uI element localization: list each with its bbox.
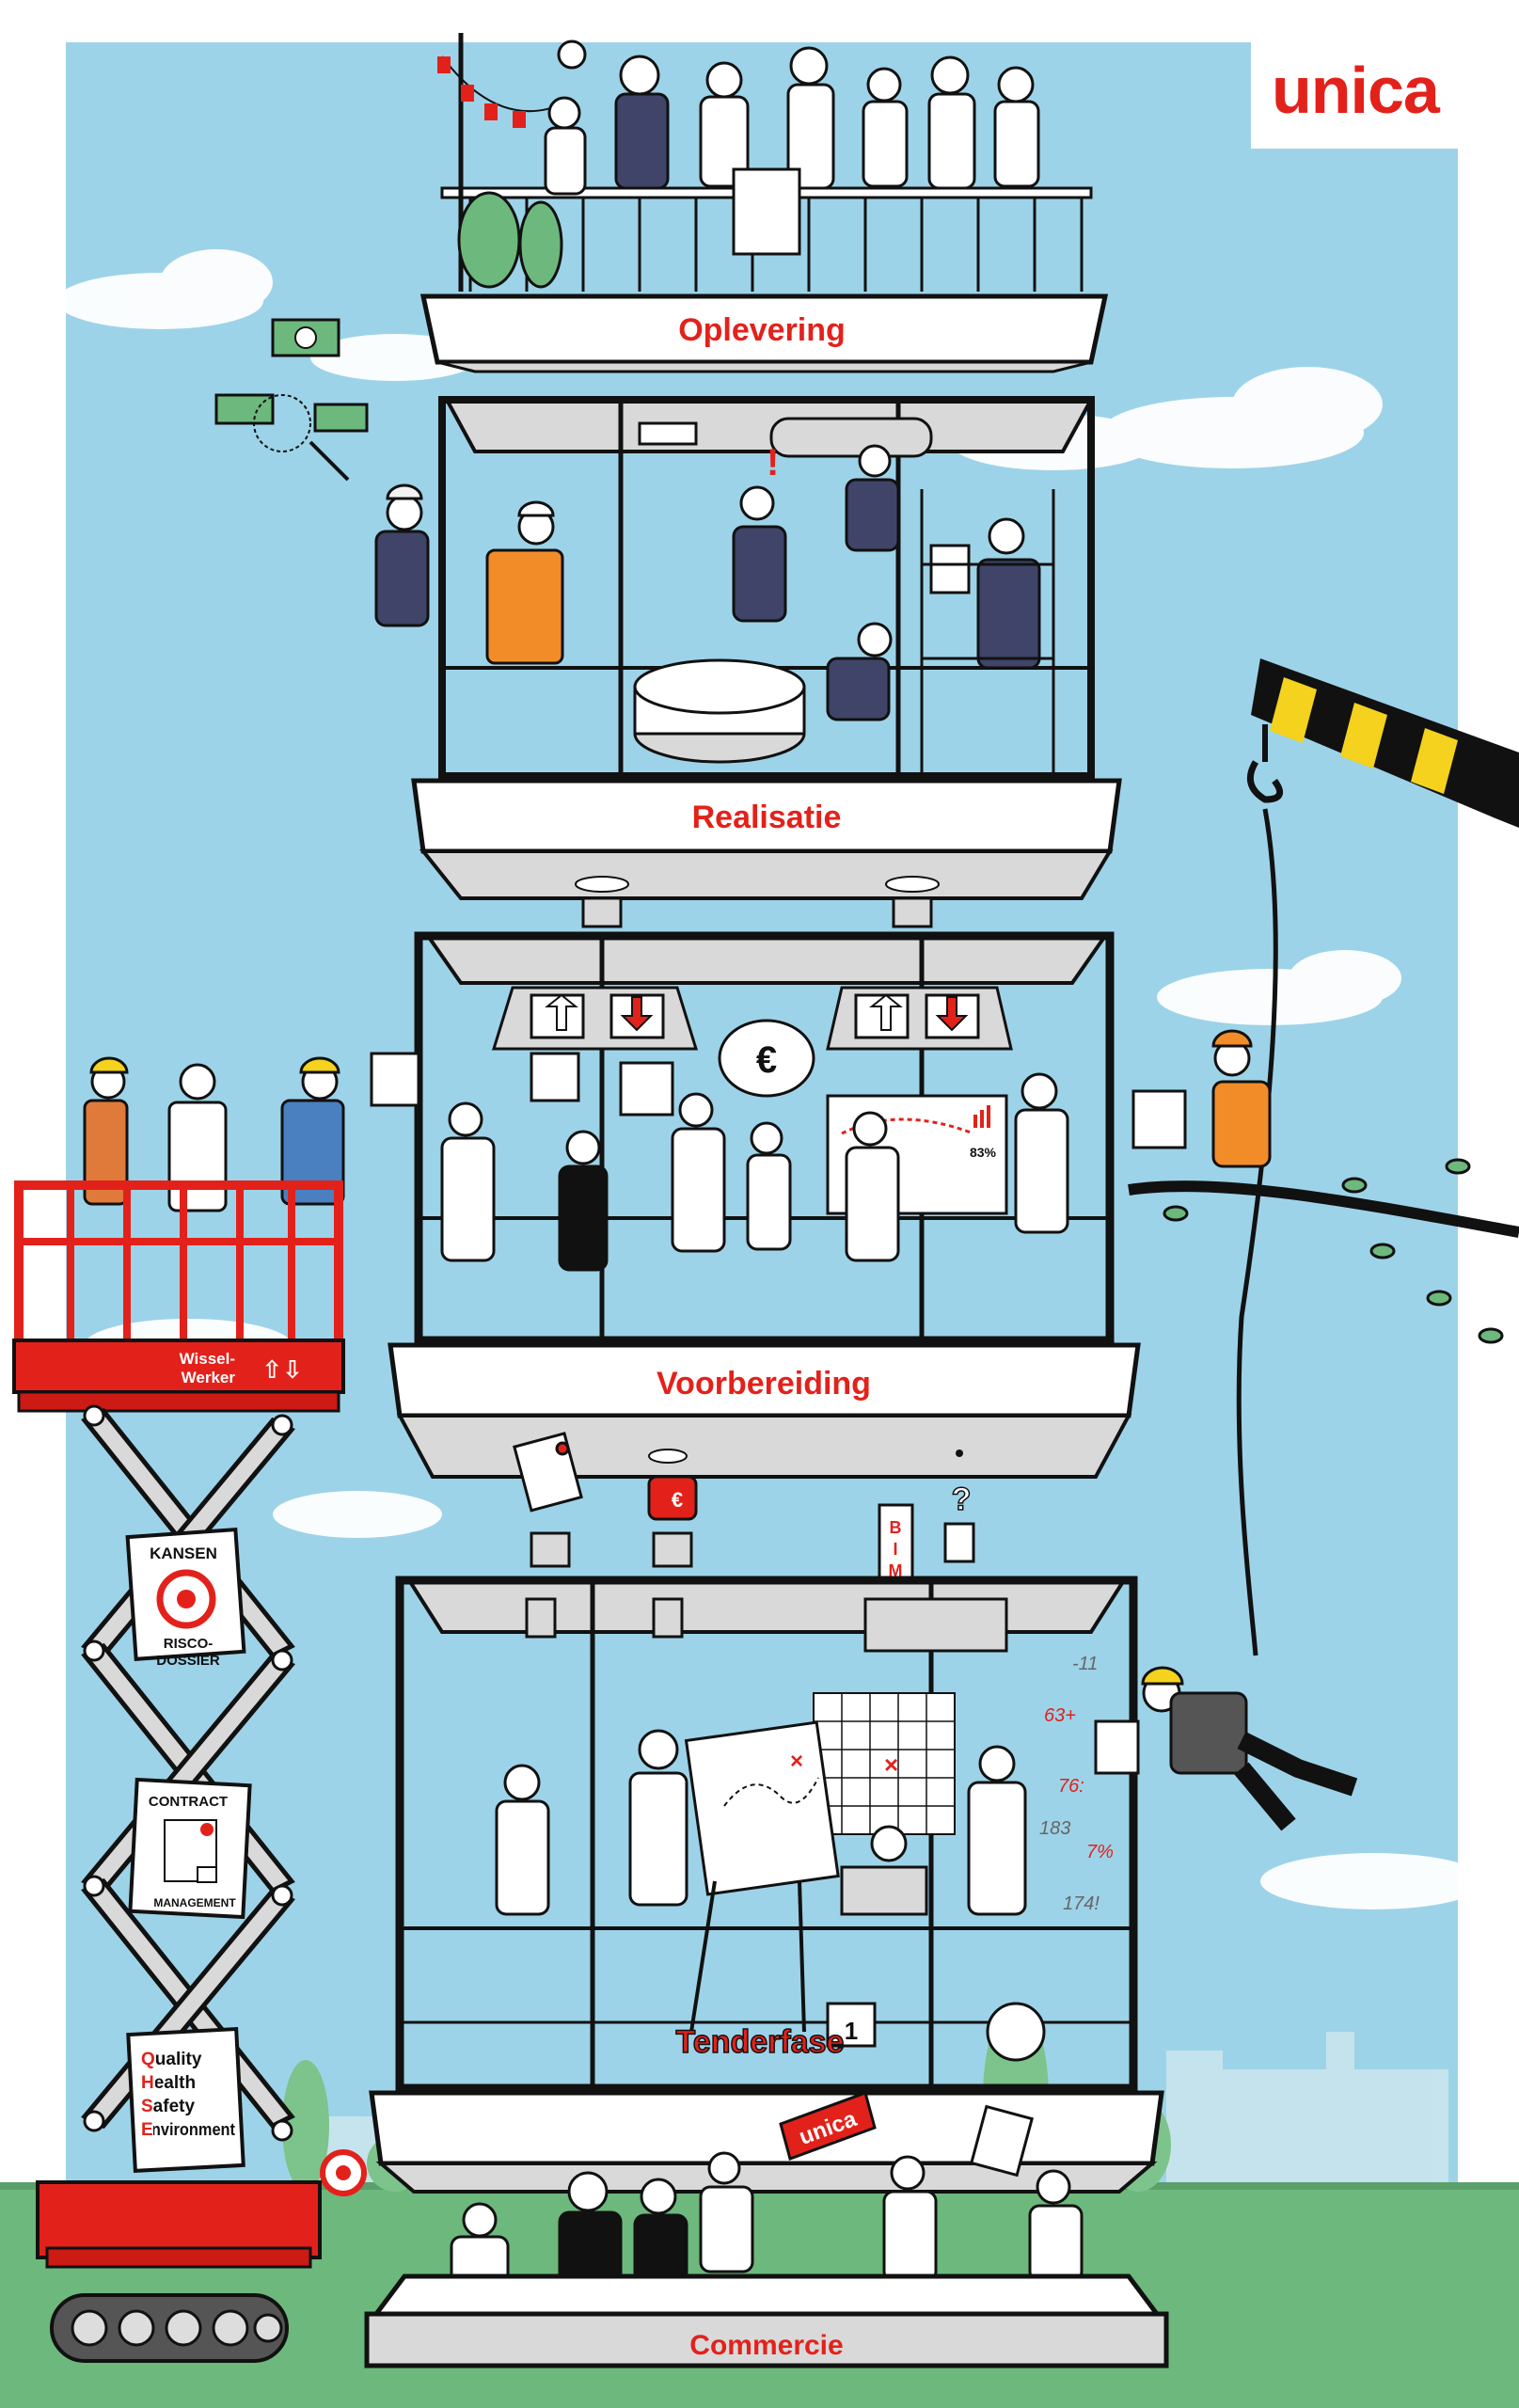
svg-text:1: 1	[845, 2017, 858, 2045]
svg-text:M: M	[889, 1561, 903, 1580]
svg-text:S: S	[141, 2097, 153, 2116]
floor-voorbereiding: € 83%	[370, 931, 1141, 1479]
svg-text:Q: Q	[141, 2050, 155, 2069]
svg-text:83%: 83%	[970, 1145, 997, 1160]
floor-commercie	[320, 2091, 1169, 2368]
lift-arrows-icon: ⇧⇩	[261, 1356, 303, 1385]
sign-qhse-line1: Quality	[141, 2050, 202, 2069]
sign-contract	[128, 1777, 252, 1920]
sign-risk-bottom1: RISCO-	[164, 1636, 214, 1652]
lift-sign-line1: Wissel-	[180, 1350, 235, 1368]
svg-text:×: ×	[884, 1751, 898, 1779]
floor-label-voorbereiding: Voorbereiding	[657, 1366, 871, 1402]
svg-text:183: 183	[1039, 1818, 1070, 1839]
sign-risk-top: KANSEN	[150, 1545, 217, 1562]
lift-sign-line2: Werker	[182, 1369, 236, 1386]
floor-tenderfase: × × 1	[369, 1576, 1164, 2194]
padlock-icon	[197, 1866, 217, 1883]
sign-risk-bottom2: DOSSIER	[156, 1653, 220, 1669]
arrow-down-icon	[620, 996, 969, 1032]
svg-text:E: E	[141, 2120, 153, 2140]
money-icon	[214, 318, 369, 482]
sign-contract-bottom: MANAGEMENT	[153, 1896, 236, 1909]
svg-text:!: !	[767, 442, 779, 483]
svg-text:€: €	[756, 1039, 777, 1081]
sign-qhse	[126, 2026, 245, 2173]
svg-text:H: H	[141, 2073, 154, 2093]
svg-text:×: ×	[790, 1749, 803, 1774]
rope-climber	[1094, 1666, 1358, 1831]
sign-risk-dossier	[125, 1527, 246, 1661]
crane	[1236, 658, 1519, 1656]
warning-stripe-icon	[1270, 677, 1458, 794]
floor-realisatie: !	[374, 396, 1122, 928]
svg-text:I: I	[893, 1540, 897, 1559]
svg-text:76:: 76:	[1058, 1776, 1084, 1797]
sign-qhse-line4: Environment	[141, 2120, 235, 2139]
svg-text:63+: 63+	[1044, 1705, 1076, 1726]
svg-text:7%: 7%	[1086, 1842, 1114, 1862]
svg-text:€: €	[672, 1488, 683, 1512]
floor-label-commercie: Commercie	[689, 2330, 843, 2361]
svg-text:?: ?	[952, 1481, 972, 1517]
arrow-up-icon	[545, 993, 903, 1031]
floor-label-tenderfase: Tenderfase	[676, 2024, 845, 2060]
floor-label-realisatie: Realisatie	[692, 800, 842, 835]
svg-text:-11: -11	[1072, 1654, 1098, 1674]
logo-text: unica	[1272, 54, 1440, 127]
floor-oplevering	[419, 33, 1109, 373]
unica-logo: unica	[1251, 38, 1495, 149]
svg-text:174!: 174!	[1063, 1893, 1100, 1914]
svg-text:B: B	[890, 1518, 902, 1537]
branch-worker	[1128, 1029, 1519, 1344]
sign-contract-top: CONTRACT	[149, 1794, 228, 1810]
crane-hook-icon	[1246, 760, 1284, 803]
floor-label-oplevering: Oplevering	[678, 312, 846, 348]
sign-qhse-line3: Safety	[141, 2097, 195, 2116]
